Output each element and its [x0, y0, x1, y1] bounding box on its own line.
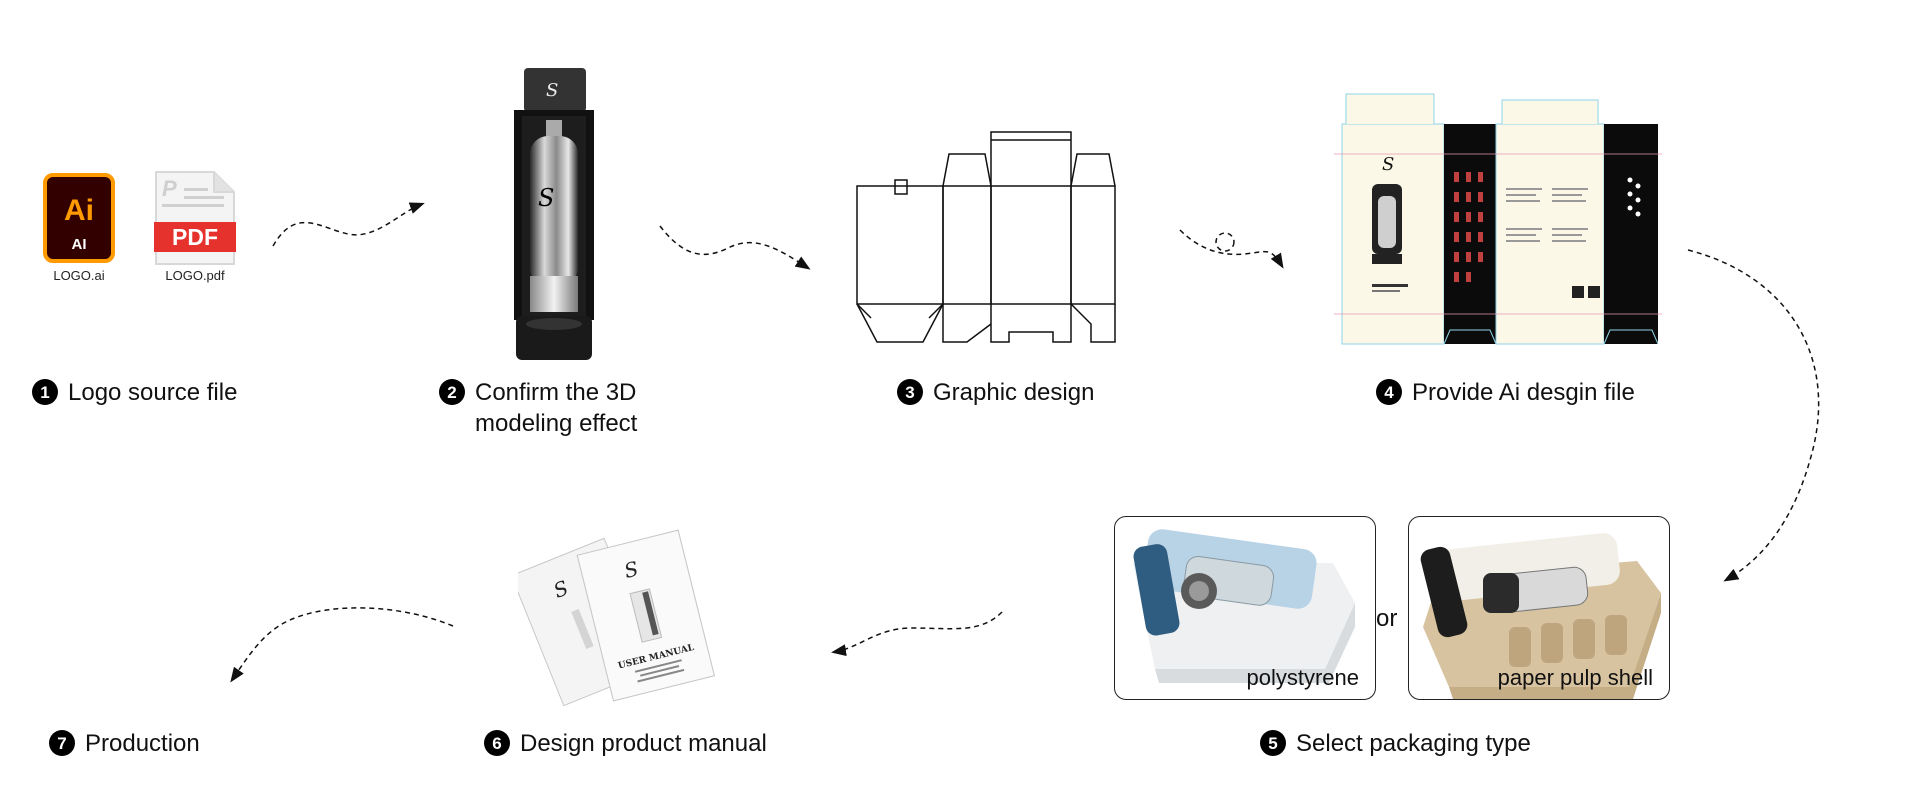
step-2-text-line-2: modeling effect: [475, 410, 638, 437]
svg-text:S: S: [546, 80, 558, 101]
step-2-label: 2 Confirm the 3D modeling effect: [439, 377, 637, 439]
step-6-label: 6 Design product manual: [484, 728, 767, 759]
arrow-4-to-5: [1687, 249, 1820, 582]
svg-text:S: S: [538, 184, 554, 212]
step-1-number: 1: [32, 379, 58, 405]
step-1-text: Logo source file: [68, 379, 238, 406]
arrow-3-to-4-loop: [1215, 232, 1235, 252]
step-3-label: 3 Graphic design: [897, 377, 1094, 408]
step-6-number: 6: [484, 730, 510, 756]
ai-icon-sub: AI: [72, 236, 87, 253]
product-manual-booklets: S S USER MANUAL: [510, 526, 718, 716]
step-7-text: Production: [85, 730, 200, 757]
arrow-6-to-7: [230, 607, 454, 683]
step-2-number: 2: [439, 379, 465, 405]
soda-maker-3d-render: S S: [508, 66, 598, 366]
step-5-text: Select packaging type: [1296, 730, 1531, 757]
printed-box-design: S: [1332, 88, 1662, 350]
svg-text:P: P: [162, 176, 177, 201]
step-7-label: 7 Production: [49, 728, 200, 759]
arrow-1-to-2: [272, 202, 425, 247]
pdf-file-icon: P PDF: [154, 170, 236, 266]
step-4-text: Provide Ai desgin file: [1412, 379, 1635, 406]
paper-pulp-caption: paper pulp shell: [1497, 665, 1653, 690]
step-6-text: Design product manual: [520, 730, 767, 757]
step-1-label: 1 Logo source file: [32, 377, 237, 408]
packaging-option-polystyrene[interactable]: polystyrene: [1114, 516, 1376, 700]
step-4-number: 4: [1376, 379, 1402, 405]
polystyrene-caption: polystyrene: [1246, 665, 1359, 690]
svg-text:S: S: [622, 556, 641, 583]
arrow-5-to-6: [831, 611, 1003, 657]
pdf-file-caption: LOGO.pdf: [165, 268, 225, 283]
ai-icon-text: Ai: [64, 194, 94, 227]
paper-pulp-tray-image: [1420, 533, 1661, 699]
arrow-2-to-3: [659, 225, 811, 270]
polystyrene-tray-image: [1133, 529, 1355, 683]
step-7-number: 7: [49, 730, 75, 756]
pdf-icon-text: PDF: [172, 224, 218, 250]
ai-file-caption: LOGO.ai: [53, 268, 105, 283]
box-dieline-drawing: [855, 128, 1117, 348]
or-separator: or: [1376, 605, 1398, 632]
svg-text:S: S: [1382, 154, 1394, 175]
step-3-number: 3: [897, 379, 923, 405]
step-2-text-line-1: Confirm the 3D: [475, 379, 637, 406]
arrow-3-to-4: [1179, 229, 1284, 269]
step-5-label: 5 Select packaging type: [1260, 728, 1531, 759]
ai-file-icon: Ai AI: [43, 173, 115, 263]
step-4-label: 4 Provide Ai desgin file: [1376, 377, 1635, 408]
step-3-text: Graphic design: [933, 379, 1095, 406]
packaging-option-paper-pulp-shell[interactable]: paper pulp shell: [1408, 516, 1670, 700]
step-5-number: 5: [1260, 730, 1286, 756]
